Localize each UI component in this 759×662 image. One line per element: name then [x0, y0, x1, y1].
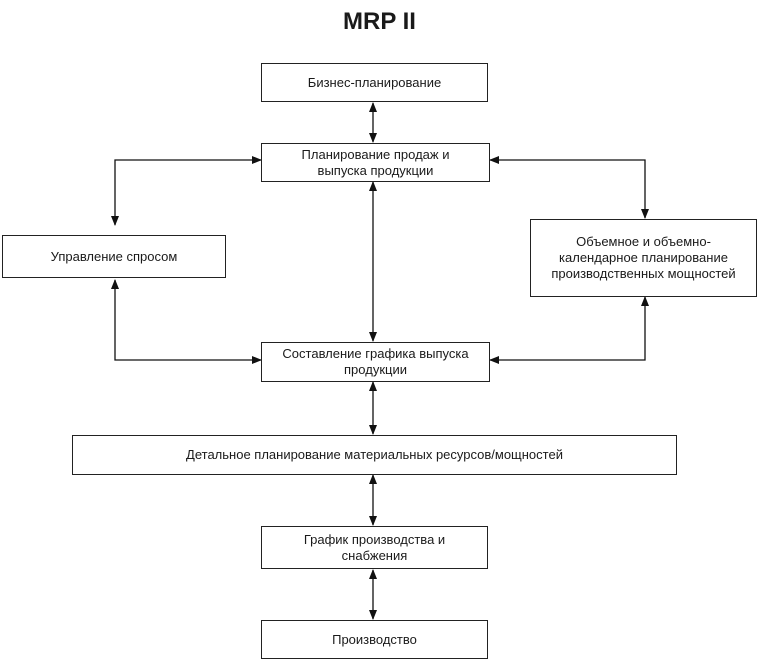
node-sales-production-planning: Планирование продаж и выпуска продукции — [261, 143, 490, 182]
edge-sales-demand — [111, 156, 262, 226]
node-detailed-resource-planning: Детальное планирование материальных ресу… — [72, 435, 677, 475]
edge-demand-schedule — [111, 279, 262, 364]
node-production-supply-schedule: График производства и снабжения — [261, 526, 488, 569]
node-production-scheduling: Составление графика выпуска продукции — [261, 342, 490, 382]
edge-capacity-schedule — [489, 296, 649, 364]
node-demand-management: Управление спросом — [2, 235, 226, 278]
node-production: Производство — [261, 620, 488, 659]
edge-sales-capacity — [489, 156, 649, 219]
node-business-planning: Бизнес-планирование — [261, 63, 488, 102]
diagram-title: MRP II — [343, 8, 416, 35]
node-capacity-planning: Объемное и объемно- календарное планиров… — [530, 219, 757, 297]
